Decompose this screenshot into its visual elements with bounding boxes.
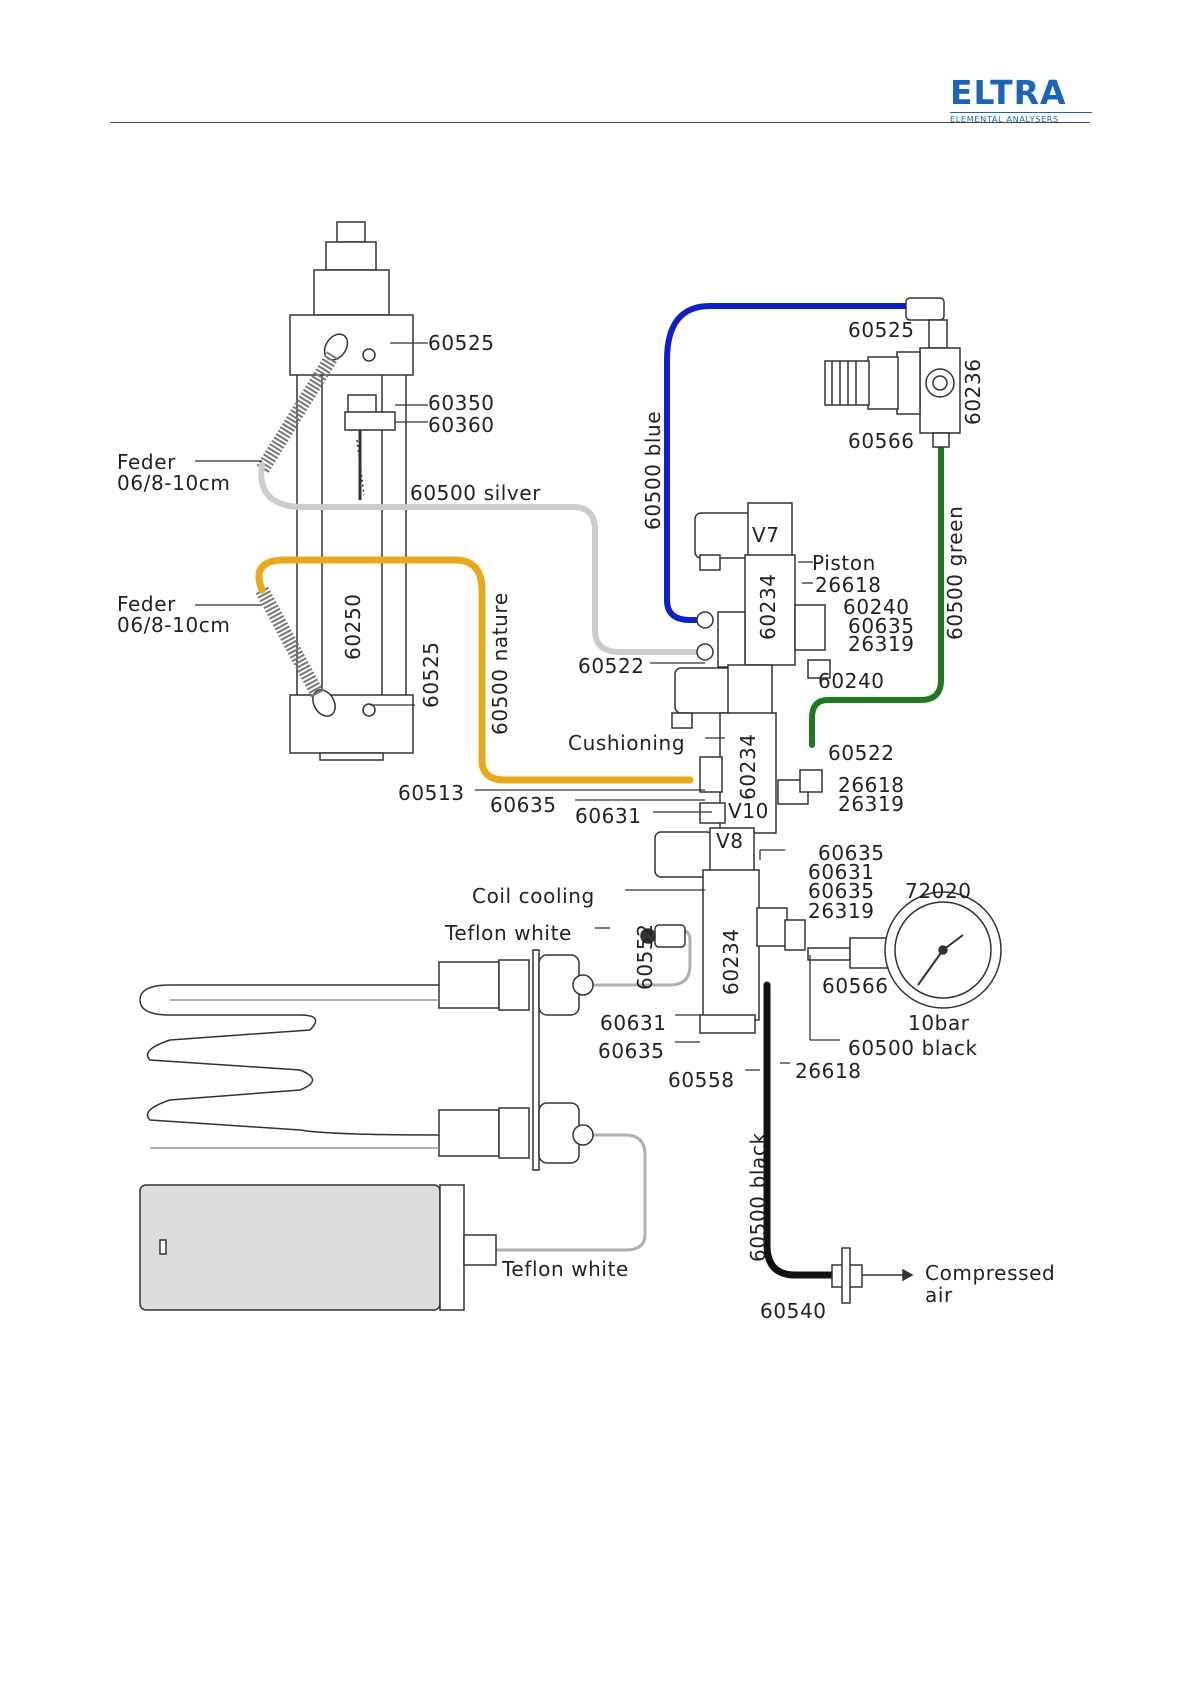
- label-60631-c: 60631: [600, 1011, 667, 1035]
- logo-subtitle: ELEMENTAL ANALYSERS: [950, 112, 1092, 124]
- label-regulator-outlet: 60566: [848, 429, 915, 453]
- label-v10-26618: 26618: [838, 773, 905, 797]
- label-60513: 60513: [398, 781, 465, 805]
- spring-feder-bottom: [255, 586, 325, 699]
- label-v7-60240-b: 60240: [818, 669, 885, 693]
- label-v10-60522: 60522: [828, 741, 895, 765]
- valve-v10: [671, 664, 823, 834]
- label-60540: 60540: [760, 1299, 827, 1323]
- label-v7-60522: 60522: [578, 654, 645, 678]
- label-tube-blue: 60500 blue: [641, 411, 665, 530]
- label-60350: 60350: [428, 391, 495, 415]
- filter-cartridge: [139, 1184, 497, 1311]
- label-26319: 26319: [808, 899, 875, 923]
- tube-black: [763, 981, 836, 1279]
- label-teflon-top: Teflon white: [444, 921, 572, 945]
- label-coil-cooling: Coil cooling: [472, 884, 595, 908]
- label-60566: 60566: [822, 974, 889, 998]
- label-feder-bottom-a: Feder: [117, 592, 176, 616]
- label-cushioning: Cushioning: [568, 731, 685, 755]
- label-valve-v10: V10: [728, 799, 769, 823]
- eltra-logo: ELTRA ELEMENTAL ANALYSERS: [950, 73, 1092, 124]
- label-cylinder-top-fitting: 60525: [428, 331, 495, 355]
- label-regulator: 60236: [961, 358, 985, 425]
- label-regulator-fitting: 60525: [848, 318, 915, 342]
- valve-v8: [654, 827, 806, 1034]
- leader-lines: [195, 342, 840, 1071]
- label-feder-bottom-b: 06/8-10cm: [117, 613, 230, 637]
- label-v7-26618: 26618: [815, 573, 882, 597]
- cooling-coil: [139, 984, 440, 1149]
- label-60360: 60360: [428, 413, 495, 437]
- label-26618-b: 26618: [795, 1059, 862, 1083]
- pressure-regulator: [824, 297, 961, 448]
- label-60635-c: 60635: [808, 879, 875, 903]
- label-60558: 60558: [668, 1068, 735, 1092]
- label-v7-60240: 60240: [843, 595, 910, 619]
- label-compressed-air-b: air: [925, 1283, 953, 1307]
- header-rule: [110, 122, 1090, 123]
- label-60635-d: 60635: [598, 1039, 665, 1063]
- compressed-air-inlet: [831, 1247, 914, 1304]
- label-60635-a: 60635: [490, 793, 557, 817]
- label-60552: 60552: [633, 923, 657, 990]
- tube-blue: [664, 303, 909, 623]
- valve-v7: [694, 502, 831, 679]
- tube-silver: [258, 462, 701, 655]
- label-tube-silver: 60500 silver: [410, 481, 541, 505]
- label-valve-v8: V8: [716, 829, 744, 853]
- logo-text: ELTRA: [950, 73, 1067, 112]
- label-v7-60635: 60635: [848, 614, 915, 638]
- label-valve-v7: V7: [752, 523, 780, 547]
- label-cylinder-bottom-fitting: 60525: [419, 641, 443, 708]
- label-cylinder-body: 60250: [341, 593, 365, 660]
- bulkhead-plate: [438, 924, 686, 1171]
- tube-teflon-bottom: [495, 1133, 647, 1252]
- label-10bar: 10bar: [908, 1011, 970, 1035]
- pressure-gauge: [807, 891, 1002, 1009]
- label-60631-a: 60631: [575, 804, 642, 828]
- label-60631-b: 60631: [808, 860, 875, 884]
- label-72020: 72020: [905, 879, 972, 903]
- label-v10-26319: 26319: [838, 792, 905, 816]
- label-piston: Piston: [812, 551, 876, 575]
- tube-nature: [255, 556, 694, 784]
- label-compressed-air-a: Compressed: [925, 1261, 1055, 1285]
- label-valve-v8-part: 60234: [719, 928, 743, 995]
- label-tube-nature: 60500 nature: [488, 592, 512, 735]
- cylinder-bottom-fitting: [312, 689, 336, 717]
- label-tube-green: 60500 green: [943, 506, 967, 640]
- label-valve-v7-part: 60234: [756, 573, 780, 640]
- label-60635-b: 60635: [818, 841, 885, 865]
- label-60500-black: 60500 black: [848, 1036, 978, 1060]
- label-feder-top-b: 06/8-10cm: [117, 471, 230, 495]
- label-feder-top-a: Feder: [117, 450, 176, 474]
- label-valve-v10-part: 60234: [736, 733, 760, 800]
- label-tube-black: 60500 black: [746, 1132, 770, 1262]
- label-teflon-bottom: Teflon white: [501, 1257, 629, 1281]
- label-v7-26319: 26319: [848, 632, 915, 656]
- tube-green: [809, 442, 944, 748]
- spring-feder-top: [256, 351, 339, 474]
